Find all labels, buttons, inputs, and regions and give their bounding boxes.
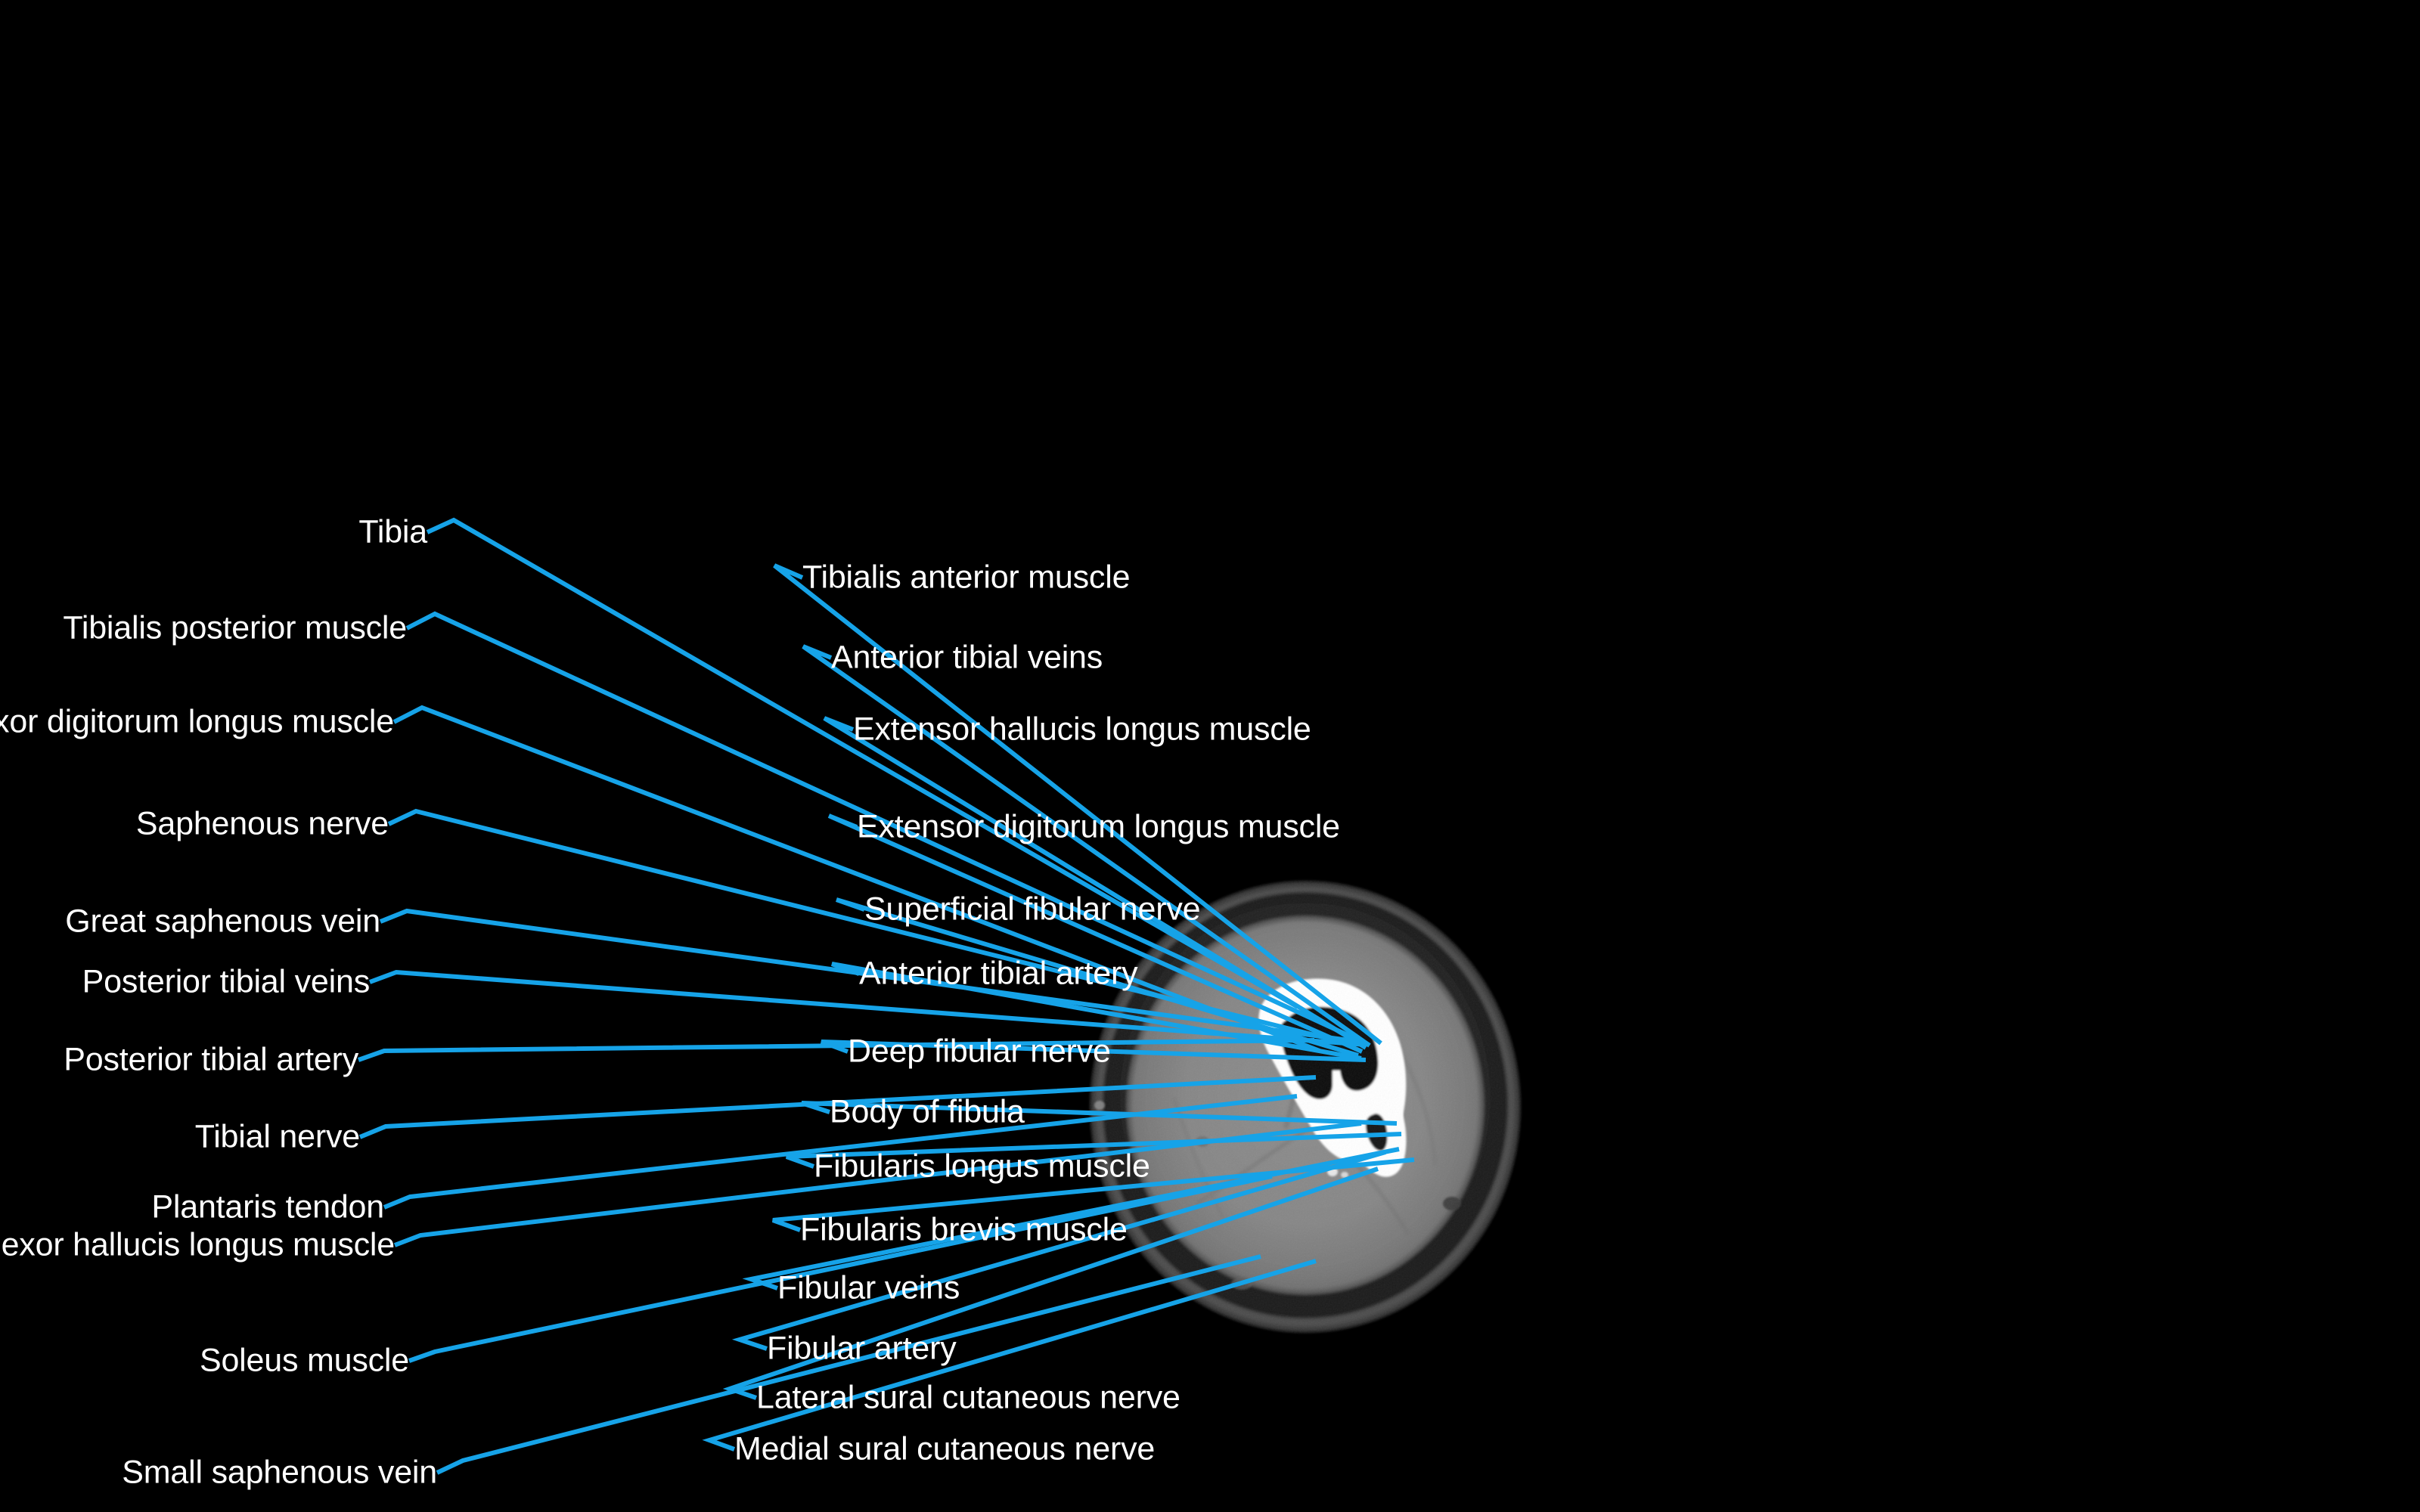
label-superficial-fibular-nerve: Superficial fibular nerve bbox=[864, 891, 1201, 928]
label-body-of-fibula: Body of fibula bbox=[830, 1093, 1025, 1130]
label-flexor-hallucis-longus-muscle: Flexor hallucis longus muscle bbox=[0, 1226, 395, 1263]
label-lateral-sural-cutaneous-nerve: Lateral sural cutaneous nerve bbox=[756, 1379, 1181, 1416]
label-plantaris-tendon: Plantaris tendon bbox=[151, 1188, 384, 1225]
label-fibular-artery: Fibular artery bbox=[767, 1330, 957, 1367]
label-soleus-muscle: Soleus muscle bbox=[199, 1342, 409, 1379]
label-small-saphenous-vein: Small saphenous vein bbox=[122, 1454, 437, 1491]
label-posterior-tibial-artery: Posterior tibial artery bbox=[64, 1041, 358, 1078]
label-tibia: Tibia bbox=[358, 513, 427, 550]
label-fibularis-brevis-muscle: Fibularis brevis muscle bbox=[800, 1211, 1128, 1248]
label-anterior-tibial-artery: Anterior tibial artery bbox=[859, 955, 1138, 992]
label-medial-sural-cutaneous-nerve: Medial sural cutaneous nerve bbox=[734, 1430, 1156, 1467]
label-deep-fibular-nerve: Deep fibular nerve bbox=[848, 1033, 1111, 1070]
label-tibialis-posterior-muscle: Tibialis posterior muscle bbox=[63, 609, 407, 646]
label-posterior-tibial-veins: Posterior tibial veins bbox=[82, 963, 371, 1000]
label-anterior-tibial-veins: Anterior tibial veins bbox=[831, 639, 1103, 676]
label-fibular-veins: Fibular veins bbox=[777, 1269, 960, 1306]
label-saphenous-nerve: Saphenous nerve bbox=[135, 805, 389, 842]
label-tibial-nerve: Tibial nerve bbox=[194, 1118, 360, 1155]
label-extensor-hallucis-longus-muscle: Extensor hallucis longus muscle bbox=[853, 711, 1311, 748]
label-extensor-digitorum-longus-muscle: Extensor digitorum longus muscle bbox=[857, 808, 1340, 845]
label-tibialis-anterior-muscle: Tibialis anterior muscle bbox=[802, 559, 1131, 596]
ct-cross-section-image bbox=[1083, 878, 1528, 1341]
label-fibularis-longus-muscle: Fibularis longus muscle bbox=[814, 1148, 1150, 1185]
label-flexor-digitorum-longus-muscle: Flexor digitorum longus muscle bbox=[0, 703, 394, 740]
label-great-saphenous-vein: Great saphenous vein bbox=[65, 903, 380, 940]
